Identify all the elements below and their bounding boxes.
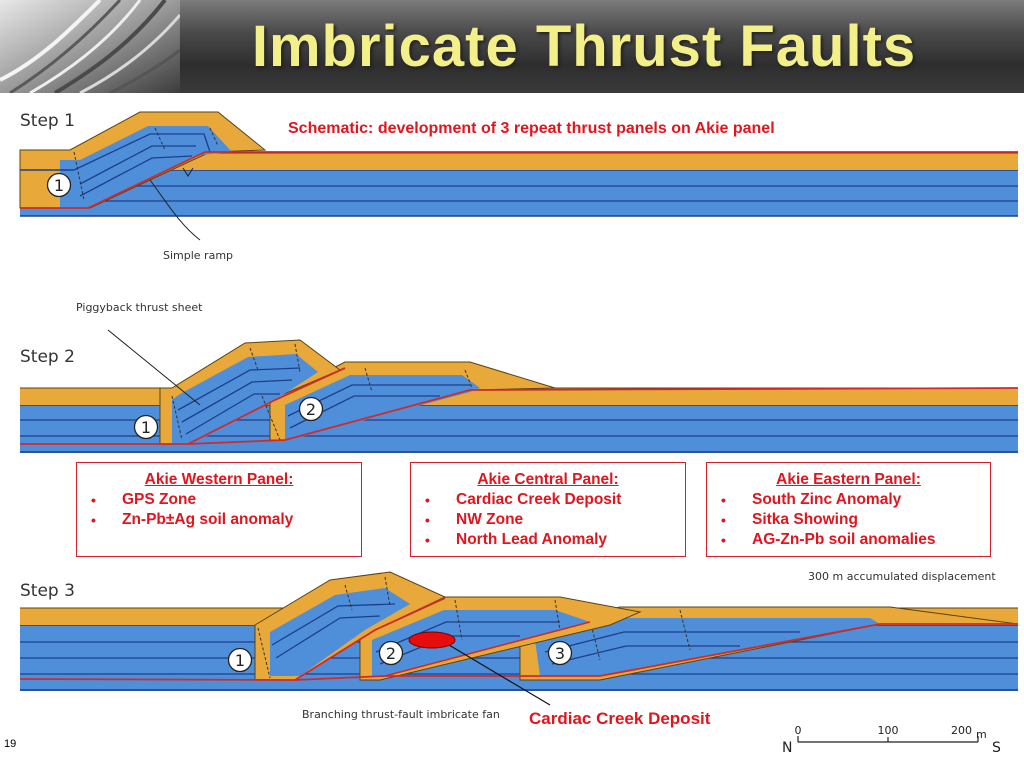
sheet-label-2-step-3: 2: [386, 644, 396, 663]
step-3-fault-line: [19, 597, 446, 681]
sheet-number-2-step-3: [378, 640, 404, 666]
sheet-label-1-step-3: 1: [235, 651, 245, 670]
sheet-label-3-step-3: 3: [555, 644, 565, 663]
simple-ramp-label: Simple ramp: [163, 249, 233, 262]
slide-title: Imbricate Thrust Faults: [251, 14, 917, 79]
title-banner: Imbricate Thrust Faults: [0, 0, 1024, 93]
page-number: 19: [4, 738, 17, 750]
list-item: South Zinc Anomaly: [719, 490, 990, 510]
sheet-number-2-step-2: [298, 396, 324, 422]
list-item: AG-Zn-Pb soil anomalies: [719, 530, 990, 550]
akie-central-panel-box: Akie Central Panel: Cardiac Creek Deposi…: [410, 462, 686, 557]
step-2-fault-line: [20, 367, 346, 445]
list-item: Cardiac Creek Deposit: [423, 490, 685, 510]
scale-tick-100: 100: [878, 724, 899, 737]
scale-unit: m: [976, 728, 987, 741]
cardiac-creek-deposit-marker: [408, 631, 456, 649]
central-panel-title: Akie Central Panel:: [477, 471, 619, 488]
scale-tick-0: 0: [795, 724, 802, 737]
step-1-fault-line: [20, 151, 1018, 209]
eastern-panel-title: Akie Eastern Panel:: [776, 471, 921, 488]
akie-western-panel-box: Akie Western Panel: GPS Zone Zn-Pb±Ag so…: [76, 462, 362, 557]
piggyback-sheet-label: Piggyback thrust sheet: [76, 301, 203, 314]
scale-tick-200: 200: [951, 724, 972, 737]
eastern-panel-list: South Zinc Anomaly Sitka Showing AG-Zn-P…: [707, 490, 990, 550]
step-1-label: Step 1: [20, 111, 75, 131]
step-3-section: 1 2 3 Step 3 300 m accumulated displacem…: [19, 570, 1019, 728]
western-panel-list: GPS Zone Zn-Pb±Ag soil anomaly: [77, 490, 361, 530]
western-panel-title: Akie Western Panel:: [144, 471, 294, 488]
cardiac-creek-callout: Cardiac Creek Deposit: [529, 709, 711, 728]
step-1-strata: [20, 170, 1018, 216]
sheet-number-3-step-3: [547, 640, 573, 666]
list-item: GPS Zone: [89, 490, 361, 510]
imbricate-fan-label: Branching thrust-fault imbricate fan: [302, 708, 500, 721]
sheet-label-1-step-2: 1: [141, 418, 151, 437]
list-item: NW Zone: [423, 510, 685, 530]
sheet-number-1-step-1: [46, 172, 72, 198]
list-item: North Lead Anomaly: [423, 530, 685, 550]
step-2-label: Step 2: [20, 347, 75, 367]
step-2-section: 1 2 Step 2 Piggyback thrust sheet: [20, 301, 1019, 453]
sheet-label-1-step-1: 1: [54, 176, 64, 195]
scale-bar: N S 0 100 200 m: [782, 724, 1001, 756]
step-1-section: 1 Step 1 Simple ramp Schematic: developm…: [19, 111, 1018, 262]
step-3-label: Step 3: [20, 581, 75, 601]
sheet-number-1-step-2: [133, 414, 159, 440]
akie-eastern-panel-box: Akie Eastern Panel: South Zinc Anomaly S…: [706, 462, 991, 557]
list-item: Zn-Pb±Ag soil anomaly: [89, 510, 361, 530]
diagram-subtitle: Schematic: development of 3 repeat thrus…: [288, 120, 775, 137]
sheet-label-2-step-2: 2: [306, 400, 316, 419]
sheet-number-1-step-3: [227, 647, 253, 673]
step-1-cap-layer: [20, 153, 1018, 170]
displacement-note: 300 m accumulated displacement: [808, 570, 996, 583]
thrust-fault-diagram: 1 Step 1 Simple ramp Schematic: developm…: [19, 111, 1019, 756]
central-panel-list: Cardiac Creek Deposit NW Zone North Lead…: [411, 490, 685, 550]
rock-texture-image: [0, 0, 180, 93]
list-item: Sitka Showing: [719, 510, 990, 530]
north-label: N: [782, 740, 792, 756]
south-label: S: [992, 740, 1001, 756]
